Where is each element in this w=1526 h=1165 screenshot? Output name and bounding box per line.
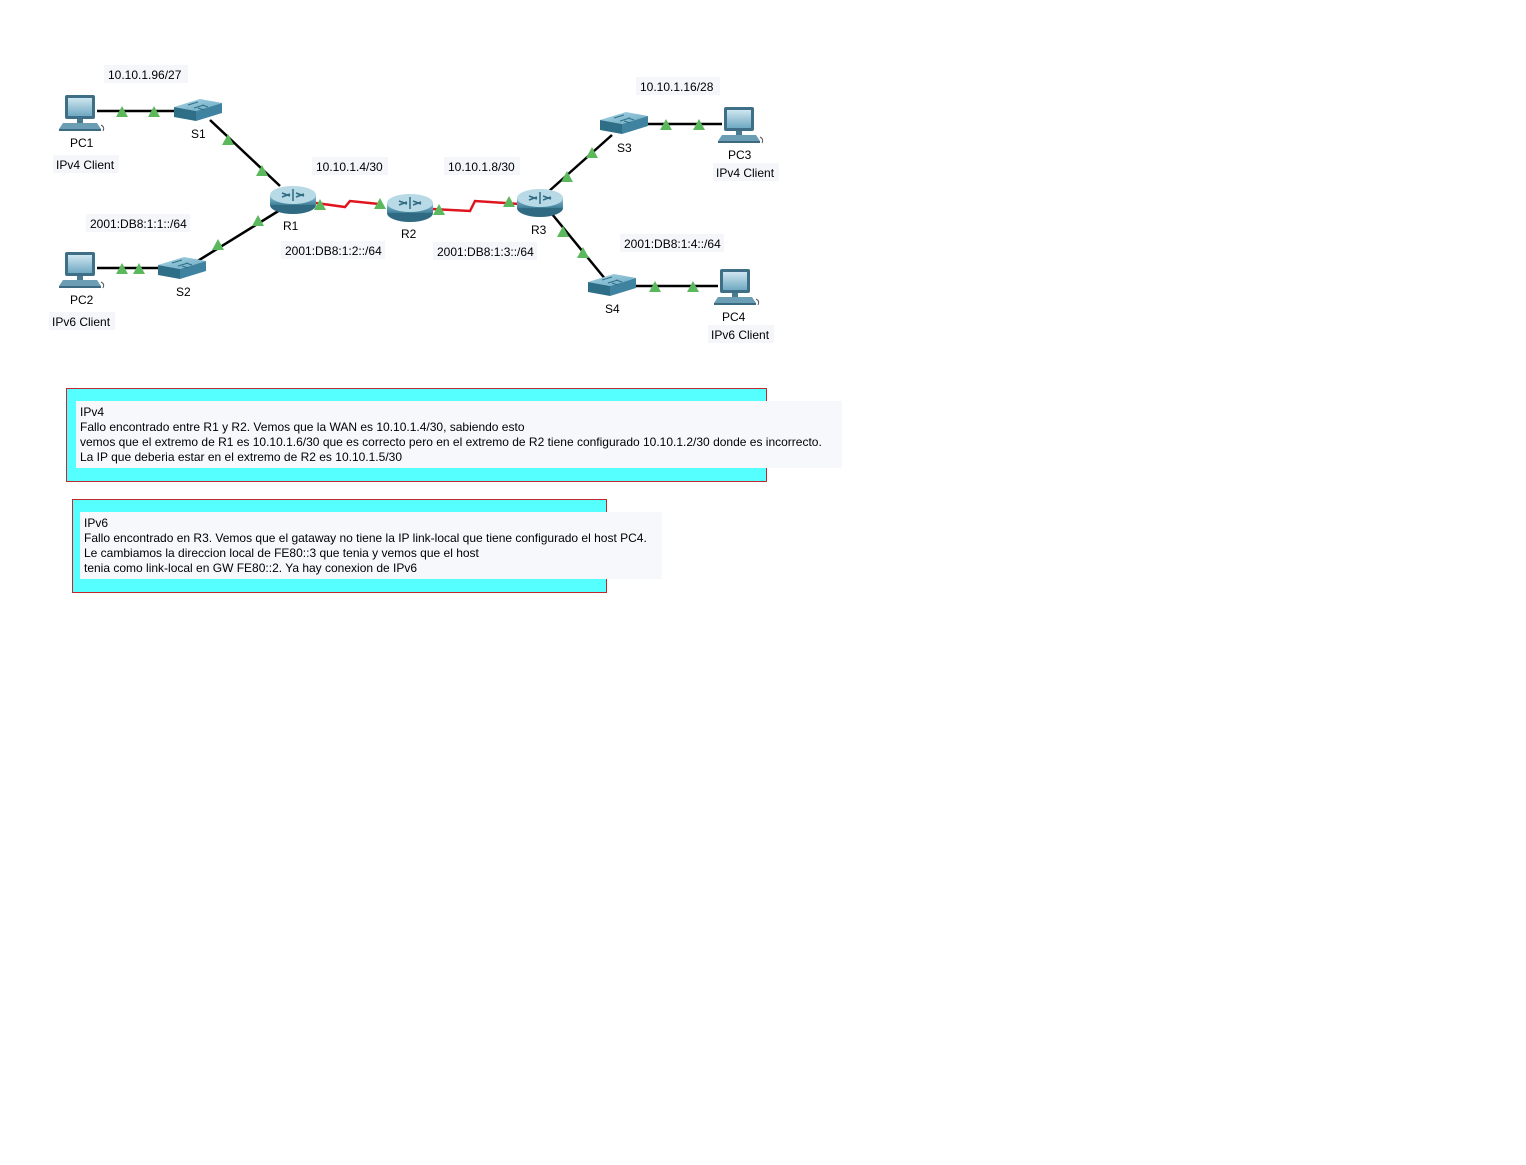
link-up-triangle-icon: [116, 263, 128, 274]
network-label-wan2-v4: 10.10.1.8/30: [448, 160, 515, 174]
pc4-label: IPv6 Client: [711, 328, 770, 342]
s3-name: S3: [617, 141, 632, 155]
router-icon: [386, 193, 434, 223]
link-up-triangle-icon: [586, 147, 598, 158]
r3[interactable]: [516, 188, 564, 218]
note-ipv6-line: Le cambiamos la direccion local de FE80:…: [84, 546, 479, 560]
link-up-triangle-icon: [314, 199, 326, 210]
network-label-lan1: 10.10.1.96/27: [108, 68, 182, 82]
pc4-name: PC4: [722, 310, 746, 324]
s2-name: S2: [176, 285, 191, 299]
network-label-lan3: 10.10.1.16/28: [640, 80, 714, 94]
switch-icon: [587, 273, 637, 297]
link-up-triangle-icon: [503, 196, 515, 207]
link-up-triangle-icon: [433, 204, 445, 215]
desktop-computer-icon: [58, 94, 105, 132]
desktop-computer-icon: [713, 268, 760, 306]
s1[interactable]: [173, 98, 223, 122]
pc3-name: PC3: [728, 148, 752, 162]
s1-name: S1: [191, 127, 206, 141]
link-up-triangle-icon: [212, 239, 224, 250]
switch-icon: [599, 111, 649, 135]
link-up-triangle-icon: [374, 198, 386, 209]
link-s2-r1[interactable]: [195, 208, 281, 264]
network-label-lan4: 2001:DB8:1:4::/64: [624, 237, 721, 251]
router-icon: [269, 185, 317, 215]
link-up-triangle-icon: [557, 226, 569, 237]
switch-icon: [157, 256, 207, 280]
note-ipv4-line: Fallo encontrado entre R1 y R2. Vemos qu…: [80, 420, 525, 434]
link-up-triangle-icon: [660, 119, 672, 130]
pc3-label: IPv4 Client: [716, 166, 775, 180]
link-up-triangle-icon: [649, 281, 661, 292]
pc4[interactable]: [713, 268, 760, 306]
links: [97, 109, 722, 288]
note-ipv4-line: vemos que el extremo de R1 es 10.10.1.6/…: [80, 435, 822, 449]
link-up-triangle-icon: [133, 263, 145, 274]
pc1[interactable]: [58, 94, 105, 132]
note-ipv6-line: IPv6: [84, 516, 109, 530]
link-s1-r1[interactable]: [209, 119, 281, 187]
r2-name: R2: [401, 227, 417, 241]
s3[interactable]: [599, 111, 649, 135]
note-ipv6-line: tenia como link-local en GW FE80::2. Ya …: [84, 561, 418, 575]
note-ipv4-line: IPv4: [80, 405, 105, 419]
pc2-label: IPv6 Client: [52, 315, 111, 329]
link-up-triangle-icon: [148, 106, 160, 117]
desktop-computer-icon: [717, 106, 764, 144]
note-ipv4-text[interactable]: IPv4 Fallo encontrado entre R1 y R2. Vem…: [76, 401, 842, 468]
s4[interactable]: [587, 273, 637, 297]
link-up-triangle-icon: [252, 215, 264, 226]
link-up-triangle-icon: [561, 171, 573, 182]
network-label-wan2-v6: 2001:DB8:1:3::/64: [437, 245, 534, 259]
s4-name: S4: [605, 302, 620, 316]
r1[interactable]: [269, 185, 317, 215]
link-up-triangle-icon: [693, 119, 705, 130]
link-up-triangle-icon: [256, 165, 268, 176]
link-up-triangle-icon: [687, 281, 699, 292]
note-ipv4-line: La IP que deberia estar en el extremo de…: [80, 450, 402, 464]
pc2-name: PC2: [70, 293, 94, 307]
link-serial-r1-r2[interactable]: [315, 199, 380, 209]
pc2[interactable]: [58, 251, 105, 289]
router-icon: [516, 188, 564, 218]
pc1-label: IPv4 Client: [56, 158, 115, 172]
link-up-triangle-icon: [577, 247, 589, 258]
link-up-triangle-icon: [222, 134, 234, 145]
pc3[interactable]: [717, 106, 764, 144]
link-up-triangle-icons: [116, 106, 705, 292]
note-ipv6-text[interactable]: IPv6 Fallo encontrado en R3. Vemos que e…: [80, 512, 662, 579]
note-ipv6-line: Fallo encontrado en R3. Vemos que el gat…: [84, 531, 647, 545]
r1-name: R1: [283, 219, 299, 233]
link-r3-s3[interactable]: [547, 134, 613, 193]
network-label-wan1-v4: 10.10.1.4/30: [316, 160, 383, 174]
pc1-name: PC1: [70, 136, 94, 150]
s2[interactable]: [157, 256, 207, 280]
switch-icon: [173, 98, 223, 122]
link-up-triangle-icon: [116, 106, 128, 117]
desktop-computer-icon: [58, 251, 105, 289]
network-topology: PC1 IPv4 Client PC2 IPv6 Client PC3 IPv4…: [49, 65, 779, 343]
network-label-lan2: 2001:DB8:1:1::/64: [90, 217, 187, 231]
r2[interactable]: [386, 193, 434, 223]
link-serial-r2-r3[interactable]: [431, 199, 521, 213]
r3-name: R3: [531, 223, 547, 237]
network-label-wan1-v6: 2001:DB8:1:2::/64: [285, 244, 382, 258]
link-r3-s4[interactable]: [551, 213, 607, 281]
